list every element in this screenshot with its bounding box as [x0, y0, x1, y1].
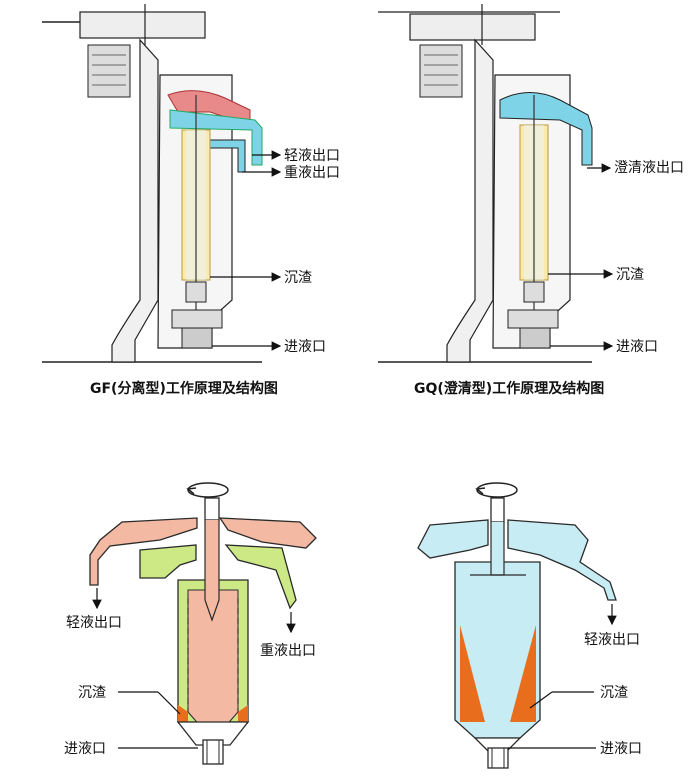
gq-detail-sediment-label: 沉渣: [600, 685, 628, 701]
gq-clear-out-label: 澄清液出口: [614, 160, 684, 176]
gq-machine-drawing: [378, 4, 593, 363]
gf-inlet-label: 进液口: [284, 339, 326, 355]
gq-detail-labels: 轻液出口 沉渣 进液口: [508, 604, 642, 757]
gf-machine-labels: 轻液出口 重液出口 沉渣 进液口: [210, 148, 340, 355]
gf-detail-labels: 轻液出口 重液出口 沉渣 进液口: [64, 588, 316, 757]
gf-detail-sediment-label: 沉渣: [78, 685, 106, 701]
gf-machine-drawing: [42, 4, 263, 363]
gf-detail-inlet-label: 进液口: [64, 741, 106, 757]
gq-detail-clear-out-label: 轻液出口: [584, 632, 640, 648]
gq-machine-labels: 澄清液出口 沉渣 进液口: [548, 160, 684, 355]
gf-caption: GF(分离型)工作原理及结构图: [90, 380, 278, 397]
gf-sediment-label: 沉渣: [284, 270, 312, 286]
gq-sediment-label: 沉渣: [616, 267, 644, 283]
gq-detail-drawing: [417, 482, 617, 769]
gq-caption: GQ(澄清型)工作原理及结构图: [414, 380, 604, 397]
gf-light-out-label: 轻液出口: [284, 148, 340, 164]
gq-detail-inlet-label: 进液口: [600, 741, 642, 757]
gf-detail-drawing: [89, 482, 317, 765]
gf-detail-light-out-label: 轻液出口: [66, 615, 122, 631]
gf-heavy-out-label: 重液出口: [284, 165, 340, 181]
gf-detail-heavy-out-label: 重液出口: [260, 643, 316, 659]
gq-inlet-label: 进液口: [616, 339, 658, 355]
